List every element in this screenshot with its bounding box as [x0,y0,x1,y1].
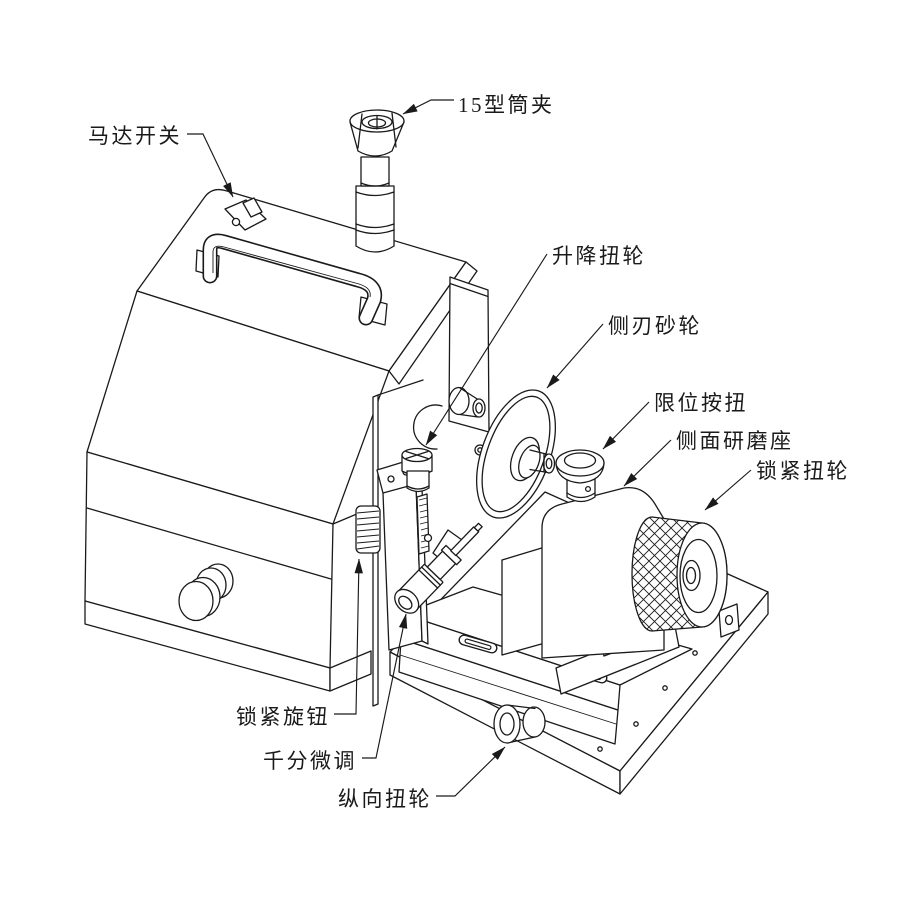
leader-limit-button [602,401,650,450]
leader-lift-thumbwheel [425,253,548,446]
leader-lines [187,99,752,797]
side-edge-grinding-wheel [476,389,556,519]
lock-knob [355,505,381,554]
lock-thumbwheel [631,516,728,632]
lift-thumbwheel [401,447,433,493]
label-micrometer: 千分微调 [263,749,357,773]
label-limit-button: 限位按扭 [654,391,748,415]
micrometer-fine-adjust [394,522,483,614]
t-slot [458,634,498,654]
arc-slot [412,404,443,450]
motor-switch [224,197,267,231]
leader-collet [402,99,454,115]
carry-handle [195,233,388,326]
leader-lock-thumbwheel [704,469,752,511]
label-lock-knob: 锁紧旋钮 [236,705,330,729]
label-motor-switch: 马达开关 [88,124,182,148]
leader-lock-knob [334,558,363,715]
label-grinding-wheel: 侧刃砂轮 [608,314,702,338]
label-collet: 15型筒夹 [458,93,555,117]
leader-micrometer [362,613,408,759]
leader-motor-switch [187,133,234,198]
limit-button [555,449,605,503]
leader-longitudinal-wheel [436,746,506,797]
spindle-boss [448,386,486,418]
leader-grinding-wheel [546,323,604,389]
label-longitudinal-wheel: 纵向扭轮 [338,787,432,811]
leader-grinding-seat [623,439,672,487]
label-lift-thumbwheel: 升降扭轮 [552,244,646,268]
side-grinding-seat [541,486,665,659]
label-lock-thumbwheel: 锁紧扭轮 [756,459,850,483]
drawer-knobs [178,563,234,622]
longitudinal-thumbwheel [493,704,546,744]
label-grinding-seat: 侧面研磨座 [676,429,794,453]
collet [349,109,405,253]
seat-plinth [501,546,546,656]
